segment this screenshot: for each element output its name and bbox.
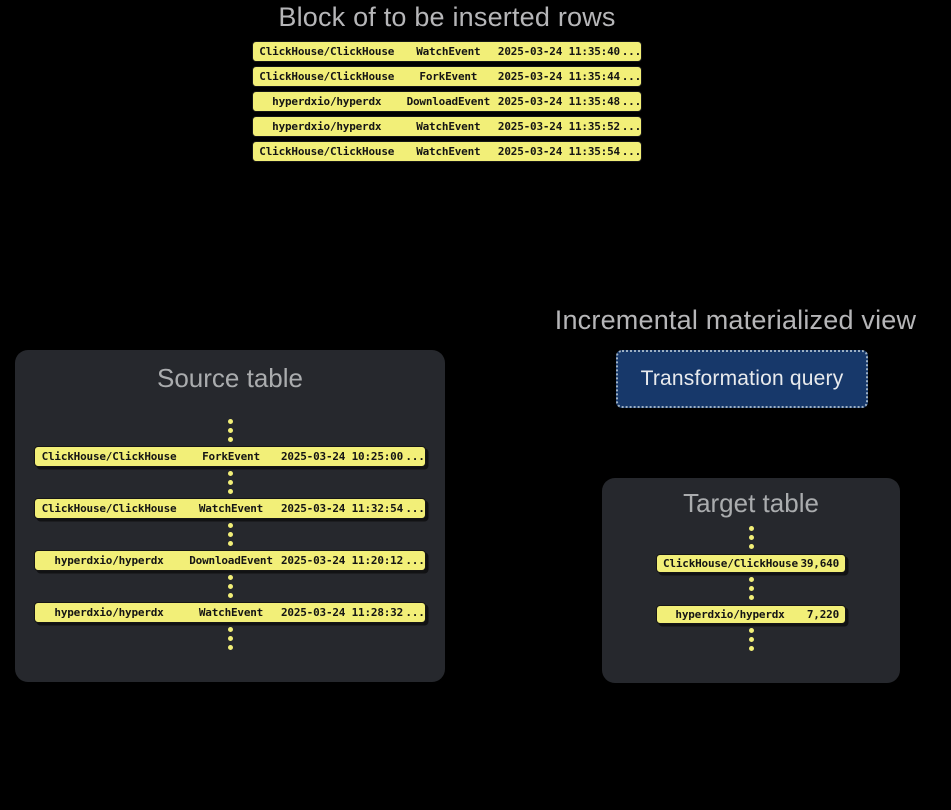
more-cell: ... — [621, 120, 641, 133]
event-cell: WatchEvent — [198, 606, 264, 619]
vertical-ellipsis-icon — [748, 628, 754, 651]
more-cell: ... — [405, 606, 425, 619]
target-table-panel: Target table ClickHouse/ClickHouse 39,64… — [602, 478, 900, 683]
event-cell: ForkEvent — [419, 70, 478, 83]
timestamp-cell: 2025-03-24 11:20:12 — [280, 554, 404, 567]
event-cell: WatchEvent — [416, 120, 481, 133]
table-row: ClickHouse/ClickHouse ForkEvent 2025-03-… — [34, 446, 426, 467]
event-cell: DownloadEvent — [189, 554, 273, 567]
transformation-query-label: Transformation query — [640, 367, 844, 390]
more-cell: ... — [405, 554, 425, 567]
timestamp-cell: 2025-03-24 11:35:48 — [497, 95, 620, 108]
repo-cell: hyperdxio/hyperdx — [272, 95, 382, 108]
transformation-query-box: Transformation query — [616, 350, 868, 408]
insert-block-rows: ClickHouse/ClickHouse WatchEvent 2025-03… — [252, 41, 642, 162]
vertical-ellipsis-icon — [227, 627, 233, 650]
repo-cell: ClickHouse/ClickHouse — [259, 145, 395, 158]
table-row: hyperdxio/hyperdx WatchEvent 2025-03-24 … — [252, 116, 642, 137]
table-row: hyperdxio/hyperdx 7,220 — [656, 605, 846, 624]
table-row: hyperdxio/hyperdx WatchEvent 2025-03-24 … — [34, 602, 426, 623]
vertical-ellipsis-icon — [227, 471, 233, 494]
repo-cell: hyperdxio/hyperdx — [54, 554, 164, 567]
more-cell: ... — [405, 450, 425, 463]
target-table-title: Target table — [683, 488, 819, 518]
timestamp-cell: 2025-03-24 11:35:52 — [497, 120, 620, 133]
insert-block-title: Block of to be inserted rows — [278, 2, 616, 32]
repo-cell: hyperdxio/hyperdx — [54, 606, 164, 619]
table-row: ClickHouse/ClickHouse WatchEvent 2025-03… — [252, 141, 642, 162]
more-cell: ... — [621, 45, 641, 58]
materialized-view-title: Incremental materialized view — [554, 305, 917, 335]
timestamp-cell: 2025-03-24 11:32:54 — [280, 502, 404, 515]
timestamp-cell: 2025-03-24 11:28:32 — [280, 606, 404, 619]
vertical-ellipsis-icon — [227, 419, 233, 442]
timestamp-cell: 2025-03-24 11:35:54 — [497, 145, 620, 158]
repo-cell: ClickHouse/ClickHouse — [663, 557, 798, 570]
table-row: ClickHouse/ClickHouse WatchEvent 2025-03… — [252, 41, 642, 62]
more-cell: ... — [621, 95, 641, 108]
more-cell: ... — [621, 70, 641, 83]
repo-cell: ClickHouse/ClickHouse — [41, 502, 177, 515]
timestamp-cell: 2025-03-24 10:25:00 — [280, 450, 404, 463]
table-row: hyperdxio/hyperdx DownloadEvent 2025-03-… — [252, 91, 642, 112]
table-row: ClickHouse/ClickHouse WatchEvent 2025-03… — [34, 498, 426, 519]
event-cell: WatchEvent — [416, 45, 481, 58]
repo-cell: ClickHouse/ClickHouse — [259, 70, 395, 83]
vertical-ellipsis-icon — [227, 575, 233, 598]
count-cell: 39,640 — [800, 557, 839, 570]
event-cell: DownloadEvent — [406, 95, 491, 108]
timestamp-cell: 2025-03-24 11:35:40 — [497, 45, 620, 58]
event-cell: WatchEvent — [416, 145, 481, 158]
vertical-ellipsis-icon — [227, 523, 233, 546]
table-row: ClickHouse/ClickHouse 39,640 — [656, 554, 846, 573]
repo-cell: ClickHouse/ClickHouse — [41, 450, 177, 463]
count-cell: 7,220 — [806, 608, 839, 621]
table-row: hyperdxio/hyperdx DownloadEvent 2025-03-… — [34, 550, 426, 571]
source-table-title: Source table — [157, 363, 303, 393]
repo-cell: hyperdxio/hyperdx — [272, 120, 382, 133]
timestamp-cell: 2025-03-24 11:35:44 — [497, 70, 620, 83]
vertical-ellipsis-icon — [748, 577, 754, 600]
repo-cell: ClickHouse/ClickHouse — [259, 45, 395, 58]
event-cell: ForkEvent — [202, 450, 260, 463]
table-row: ClickHouse/ClickHouse ForkEvent 2025-03-… — [252, 66, 642, 87]
repo-cell: hyperdxio/hyperdx — [675, 608, 785, 621]
more-cell: ... — [621, 145, 641, 158]
source-table-panel: Source table ClickHouse/ClickHouse ForkE… — [15, 350, 445, 682]
more-cell: ... — [405, 502, 425, 515]
vertical-ellipsis-icon — [748, 526, 754, 549]
event-cell: WatchEvent — [198, 502, 264, 515]
